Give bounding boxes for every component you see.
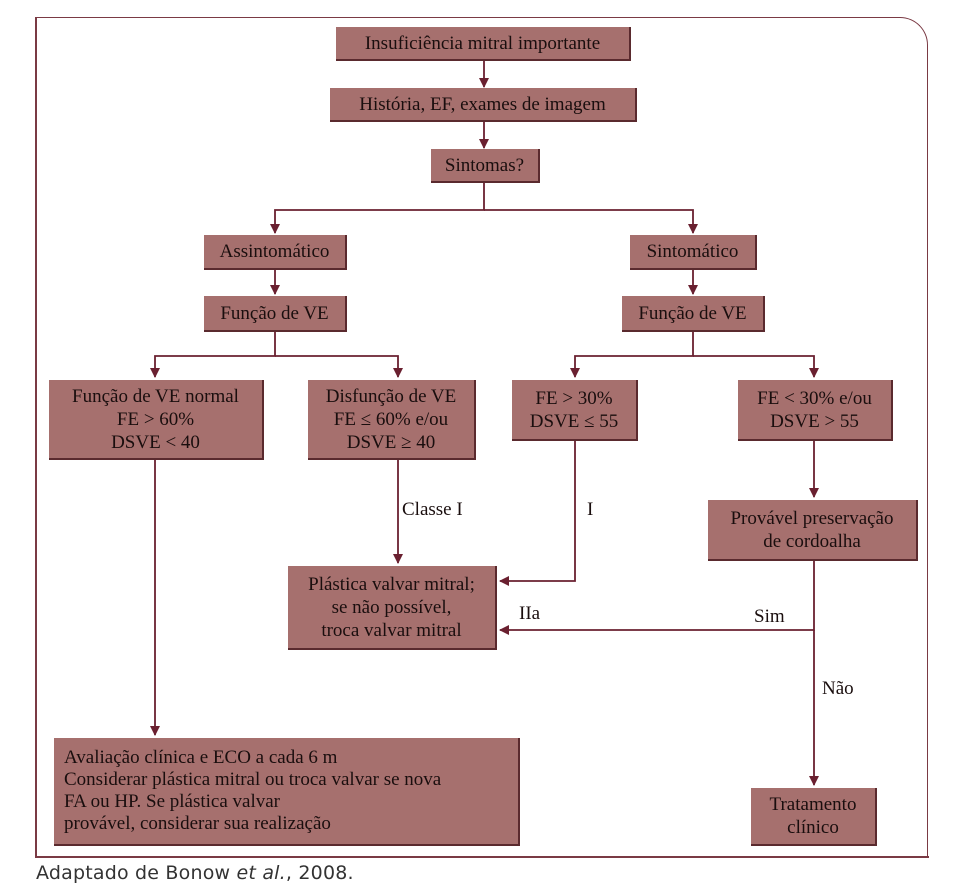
node-text: Assintomático: [219, 241, 330, 262]
node-text: DSVE ≤ 55: [529, 410, 619, 432]
node-assintomatico: Assintomático: [204, 235, 347, 270]
node-text: Avaliação clínica e ECO a cada 6 m: [64, 747, 338, 768]
node-plastica: Plástica valvar mitral; se não possível,…: [288, 566, 497, 650]
diagram-frame: [35, 17, 928, 857]
node-text: Considerar plástica mitral ou troca valv…: [64, 769, 442, 790]
node-text: clínico: [787, 817, 839, 838]
node-text: Provável preservação: [730, 507, 894, 529]
node-text: Sintomático: [646, 241, 739, 262]
edge-funcao-right-split: [570, 330, 694, 378]
node-text: DSVE > 55: [770, 410, 859, 432]
node-preservacao: Provável preservação de cordoalha: [708, 500, 918, 561]
node-text: provável, considerar sua realização: [64, 813, 331, 834]
edge-sintomas-sintomatico: [484, 209, 698, 234]
node-text: de cordoalha: [763, 530, 861, 552]
node-disfuncao: Disfunção de VE FE ≤ 60% e/ou DSVE ≥ 40: [308, 380, 476, 460]
node-fe-30: FE > 30% DSVE ≤ 55: [512, 380, 638, 441]
node-text: Disfunção de VE: [325, 385, 457, 407]
edge-label-nao: Não: [822, 678, 854, 699]
edge-label-sim: Sim: [754, 606, 785, 627]
node-text: Sintomas?: [444, 154, 525, 176]
node-funcao-ve-left: Função de VE: [204, 296, 347, 332]
node-text: FA ou HP. Se plástica valvar: [64, 791, 281, 812]
node-historia: História, EF, exames de imagem: [330, 88, 637, 122]
node-ve-normal: Função de VE normal FE > 60% DSVE < 40: [49, 380, 264, 460]
source-caption: Adaptado de Bonow et al., 2008.: [36, 862, 354, 884]
node-text: FE < 30% e/ou: [757, 387, 872, 409]
node-text: Função de VE: [220, 302, 329, 324]
node-text: se não possível,: [331, 596, 452, 618]
node-insuficiencia: Insuficiência mitral importante: [336, 27, 631, 61]
edge-label-i: I: [587, 499, 594, 520]
caption-suffix: , 2008.: [285, 862, 354, 884]
node-text: Plástica valvar mitral;: [308, 573, 475, 595]
node-avaliacao: Avaliação clínica e ECO a cada 6 m Consi…: [54, 738, 520, 846]
edge-sintomas-split: [270, 181, 485, 234]
edge-funcao-left-disfuncao: [275, 355, 403, 378]
node-text: troca valvar mitral: [321, 619, 462, 641]
edge-fe30-plastica: [499, 441, 576, 586]
edge-funcao-left-split: [150, 330, 276, 378]
node-text: Função de VE: [638, 302, 747, 324]
node-text: História, EF, exames de imagem: [359, 93, 606, 115]
node-sintomatico: Sintomático: [630, 235, 757, 270]
node-funcao-ve-right: Função de VE: [622, 296, 765, 332]
edge-funcao-right-fe-lt30: [693, 355, 819, 378]
node-text: Tratamento: [769, 794, 857, 815]
node-text: FE > 60%: [116, 408, 195, 430]
edge-label-iia: IIa: [519, 603, 541, 624]
node-tratamento: Tratamento clínico: [751, 788, 877, 846]
frame-left-border: [35, 17, 37, 857]
node-text: Função de VE normal: [72, 385, 239, 407]
caption-etal: et al.: [236, 862, 286, 884]
node-sintomas: Sintomas?: [431, 149, 540, 183]
node-text: DSVE < 40: [111, 431, 200, 453]
node-text: FE > 30%: [535, 387, 613, 409]
node-text: FE ≤ 60% e/ou: [333, 408, 449, 430]
node-fe-lt30: FE < 30% e/ou DSVE > 55: [738, 380, 893, 441]
node-text: Insuficiência mitral importante: [364, 32, 601, 54]
frame-bottom-border: [35, 856, 929, 858]
node-text: DSVE ≥ 40: [346, 431, 436, 453]
edge-label-classe-i: Classe I: [402, 499, 463, 520]
caption-prefix: Adaptado de Bonow: [36, 862, 237, 884]
